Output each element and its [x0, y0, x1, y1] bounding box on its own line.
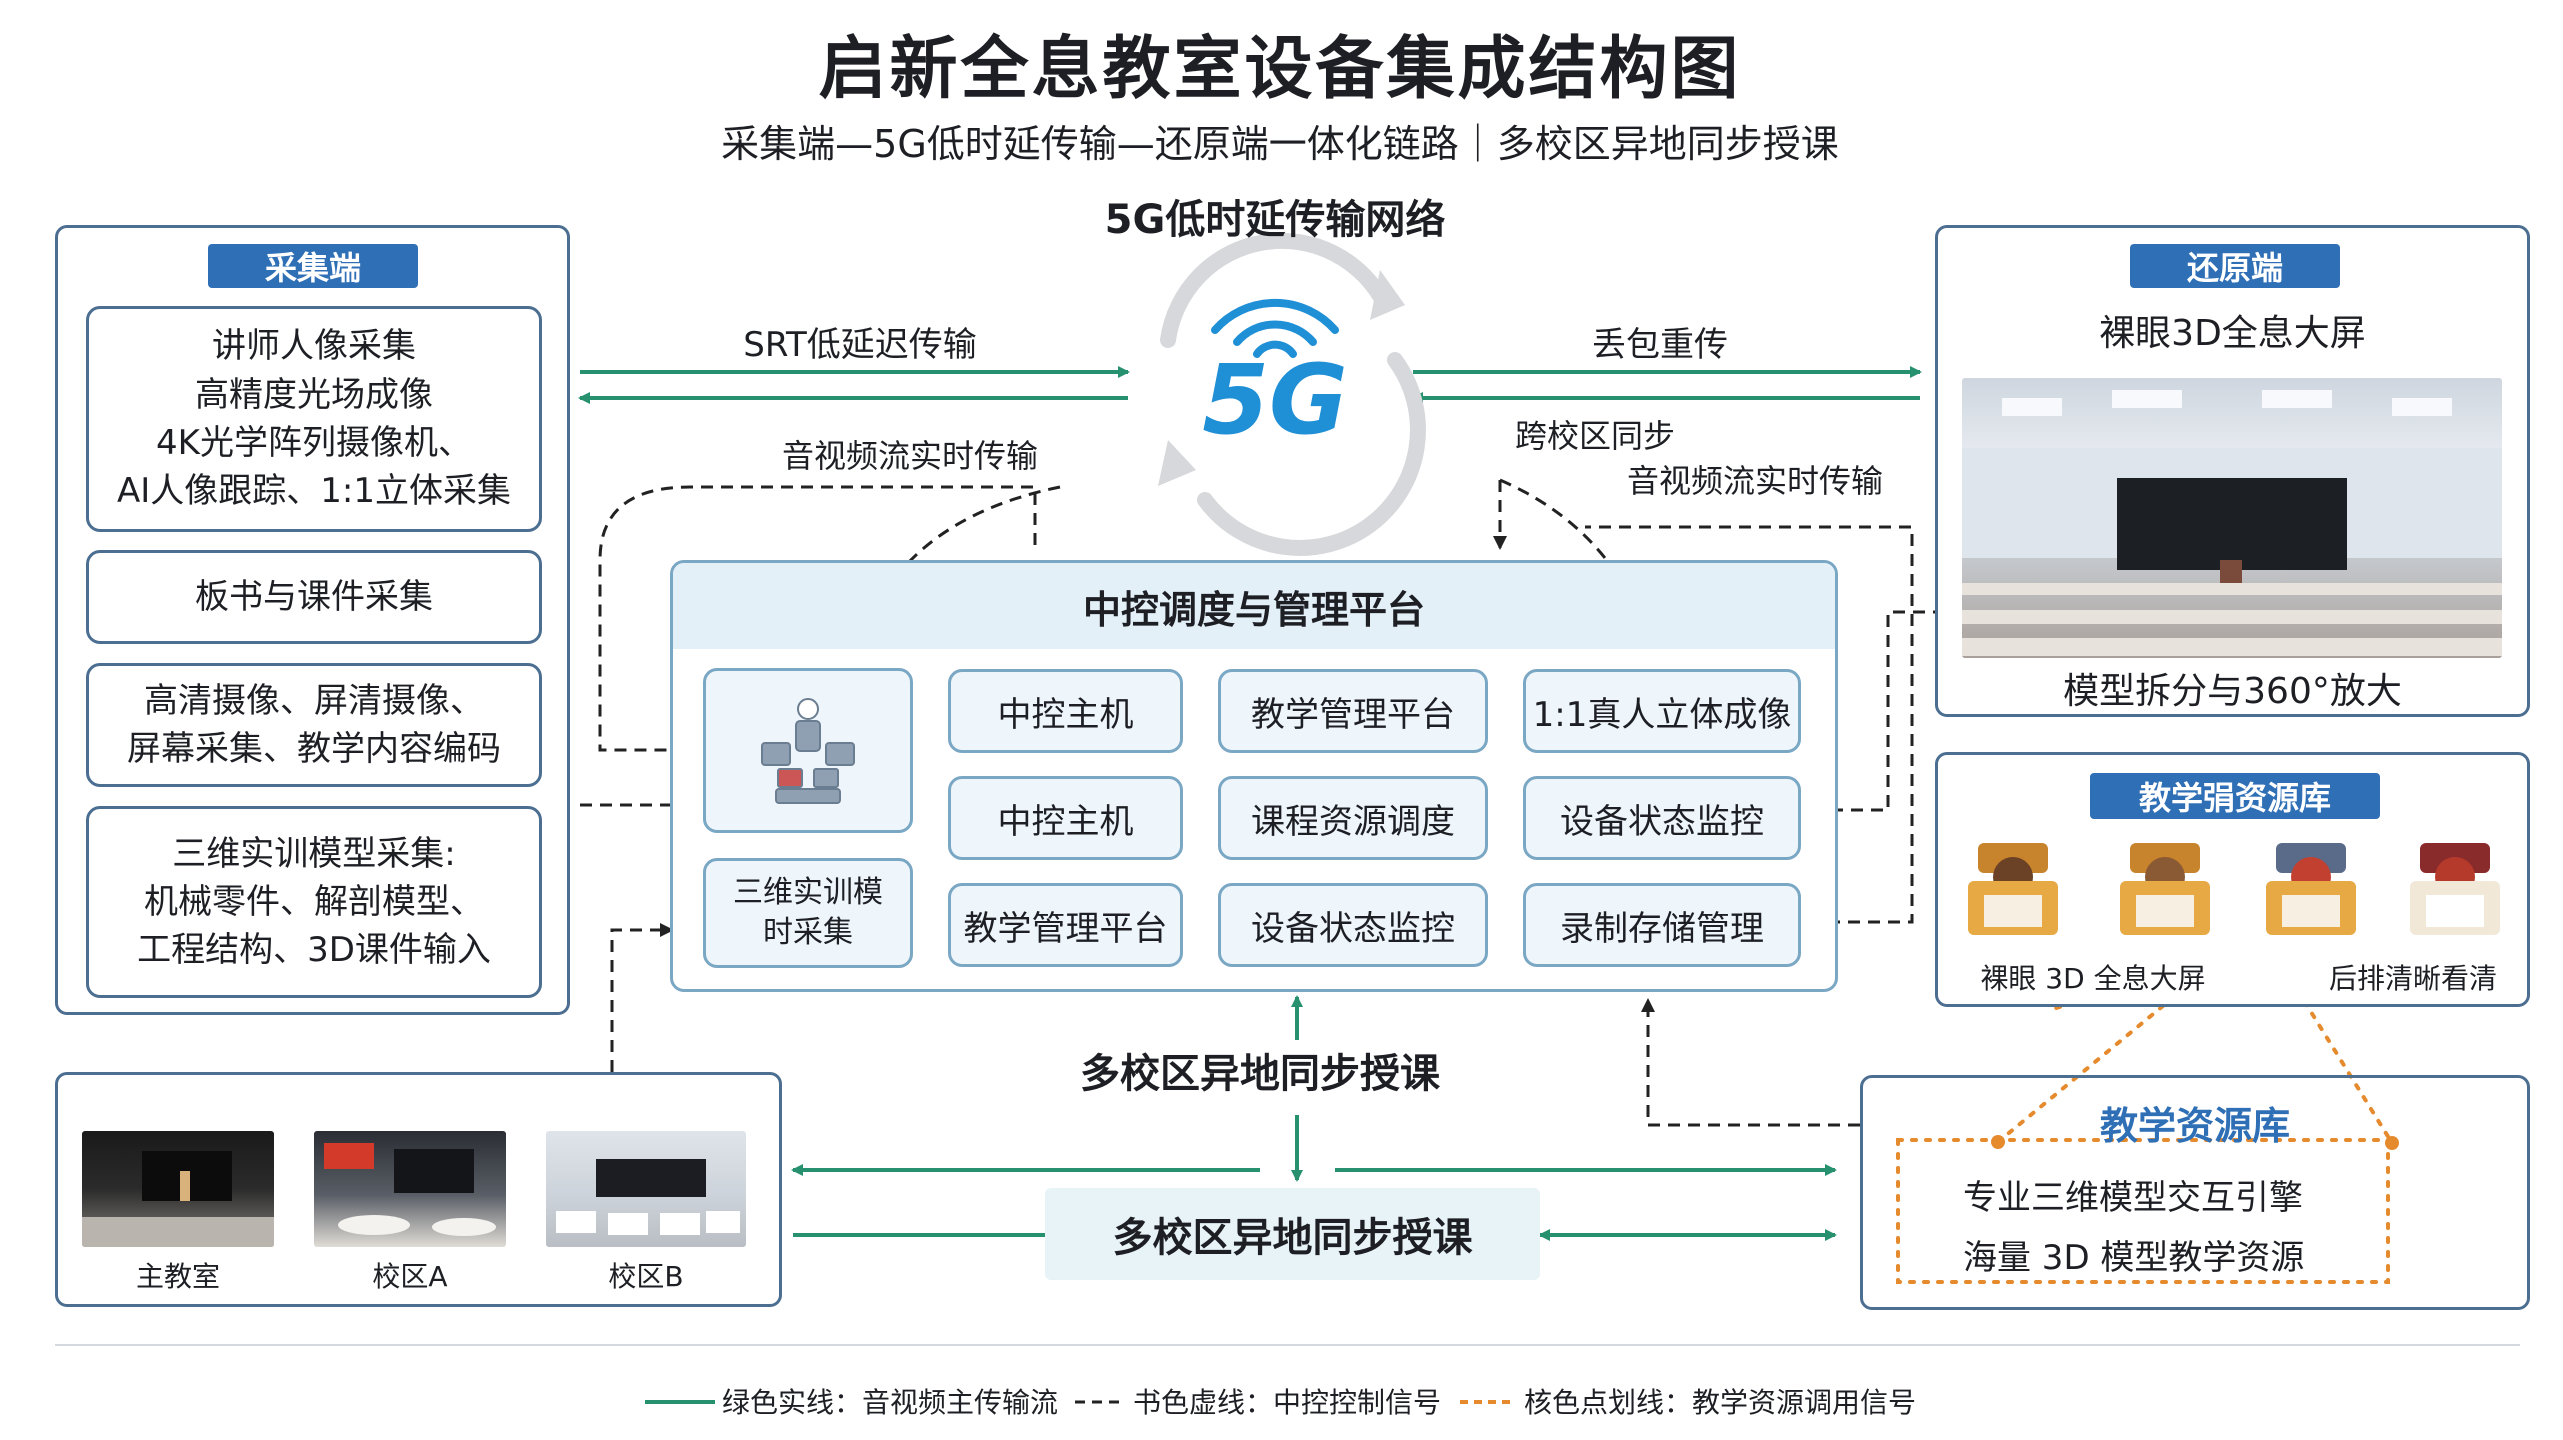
capture-box4-line1: 三维实训模型采集: — [172, 833, 456, 874]
seat-icon-3 — [2266, 843, 2356, 935]
capture-badge: 采集端 — [208, 244, 418, 288]
capture-box-board: 板书与课件采集 — [86, 550, 542, 644]
capture-box1-line1: 讲师人像采集 — [212, 326, 416, 367]
resource-top-badge: 教学弲资源库 — [2090, 773, 2380, 819]
capture-panel: 采集端 讲师人像采集 高精度光场成像 4K光学阵列摄像机、 AI人像跟踪、1:1… — [55, 225, 570, 1015]
seat-icon-4 — [2410, 843, 2500, 935]
resource-top-panel: 教学弲资源库 裸眼 3D 全息大屏 后排清晰看清 — [1935, 752, 2530, 1007]
campus-label-a: 校区A — [372, 1260, 448, 1293]
platform-header: 中控调度与管理平台 — [673, 563, 1835, 649]
legend-green: 绿色实线：音视频主传输流 — [722, 1386, 1059, 1419]
av-realtime-right-label: 音视频流实时传输 — [1626, 462, 1883, 500]
platform-title: 中控调度与管理平台 — [1082, 587, 1425, 632]
capture-3d-line1: 三维实训模 — [733, 874, 883, 910]
network-title: 5G低时延传输网络 — [1104, 197, 1446, 243]
multi-campus-box: 多校区异地同步授课 — [1045, 1188, 1540, 1280]
restore-panel: 还原端 裸眼3D全息大屏 模型拆分与360°放大 — [1935, 225, 2530, 717]
resource-lib-panel: 教学资源库 专业三维模型交互引擎 海量 3D 模型教学资源 — [1860, 1075, 2530, 1310]
capture-box1-line4: AI人像跟踪、1:1立体采集 — [116, 471, 511, 512]
robot-capture-node — [703, 668, 913, 833]
capture-3d-node: 三维实训模 时采集 — [703, 858, 913, 968]
capture-box4-line3: 工程结构、3D课件输入 — [137, 930, 491, 971]
node-r1c1: 中控主机 — [948, 669, 1183, 753]
campus-photo-a — [314, 1131, 506, 1247]
capture-box1-line2: 高精度光场成像 — [195, 374, 433, 415]
hologram-classroom-image — [1962, 378, 2502, 658]
legend-dashed: 书色虚线：中控控制信号 — [1133, 1386, 1442, 1419]
ctrl-resource-up — [1641, 998, 1860, 1127]
capture-box3-line2: 屏幕采集、教学内容编码 — [127, 729, 501, 769]
node-r1c3: 1:1真人立体成像 — [1523, 669, 1801, 753]
av-realtime-left-label: 音视频流实时传输 — [781, 437, 1038, 475]
campus-photo-b — [546, 1131, 746, 1247]
node-r3c1: 教学管理平台 — [948, 883, 1183, 967]
capture-box4-line2: 机械零件、解剖模型、 — [144, 881, 484, 922]
node-r1c2: 教学管理平台 — [1218, 669, 1488, 753]
node-r2c3: 设备状态监控 — [1523, 776, 1801, 860]
restore-heading: 裸眼3D全息大屏 — [2099, 313, 2366, 354]
seat-icon-1 — [1968, 843, 2058, 935]
campus-panel: 主教室 校区A 校区B — [55, 1072, 782, 1307]
restore-caption: 模型拆分与360°放大 — [2063, 671, 2402, 712]
node-r3c3: 录制存储管理 — [1523, 883, 1801, 967]
restore-badge: 还原端 — [2130, 244, 2340, 288]
capture-box1-line3: 4K光学阵列摄像机、 — [156, 423, 472, 463]
robot-capture-icon — [761, 697, 855, 804]
legend-orange: 核色点划线：教学资源调用信号 — [1524, 1386, 1917, 1419]
node-r2c1: 中控主机 — [948, 776, 1183, 860]
capture-box3-line1: 高清摄像、屏清摄像、 — [144, 680, 484, 721]
seat-icon-2 — [2120, 843, 2210, 935]
capture-3d-line2: 时采集 — [763, 915, 853, 950]
resource-caption-right: 后排清晰看清 — [2328, 962, 2497, 995]
resource-lib-line2: 海量 3D 模型教学资源 — [1963, 1238, 2305, 1278]
capture-box-3d: 三维实训模型采集: 机械零件、解剖模型、 工程结构、3D课件输入 — [86, 806, 542, 998]
ctrl-campus-up — [610, 923, 674, 1072]
resource-lib-line1: 专业三维模型交互引擎 — [1963, 1178, 2303, 1218]
campus-photo-main — [82, 1131, 274, 1247]
page-subtitle: 采集端—5G低时延传输—还原端一体化链路｜多校区异地同步授课 — [721, 121, 1839, 166]
page-title: 启新全息教室设备集成结构图 — [818, 29, 1742, 109]
capture-box-video: 高清摄像、屏清摄像、 屏幕采集、教学内容编码 — [86, 663, 542, 787]
node-r3c2: 设备状态监控 — [1218, 883, 1488, 967]
campus-label-main: 主教室 — [135, 1260, 220, 1293]
seat-row — [1958, 837, 2518, 947]
resource-lib-title: 教学资源库 — [2099, 1103, 2290, 1148]
platform-panel: 中控调度与管理平台 三维实训模 时采集 中控主机 教学管理平台 1:1真人立体成… — [670, 560, 1838, 992]
multi-campus-label: 多校区异地同步授课 — [1060, 1040, 1460, 1100]
srt-label: SRT低延迟传输 — [743, 324, 977, 365]
campus-label-b: 校区B — [608, 1260, 684, 1293]
node-r2c2: 课程资源调度 — [1218, 776, 1488, 860]
5g-label: 5G — [1202, 344, 1348, 456]
retransmit-label: 丢包重传 — [1592, 324, 1728, 365]
capture-box-lecturer: 讲师人像采集 高精度光场成像 4K光学阵列摄像机、 AI人像跟踪、1:1立体采集 — [86, 306, 542, 532]
cross-campus-label: 跨校区同步 — [1514, 417, 1675, 455]
resource-caption-left: 裸眼 3D 全息大屏 — [1980, 962, 2206, 995]
